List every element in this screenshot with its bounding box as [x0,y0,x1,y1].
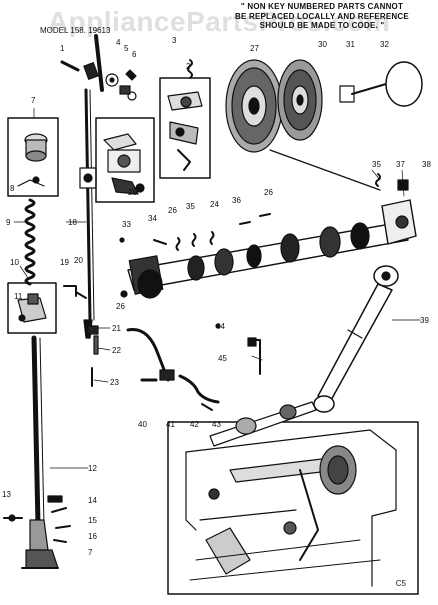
arm-shaft [127,173,417,299]
callout-11: 11 [14,292,23,301]
callout-34: 34 [148,214,157,223]
inset-box-11 [7,282,57,334]
note-line-3: SHOULD BE MADE TO CODE. " [259,21,385,30]
connecting-rod [313,265,399,413]
callout-3: 3 [172,36,177,45]
callout-9: 9 [6,218,11,227]
callout-40: 40 [138,420,147,429]
leader-lines [13,107,421,469]
presser-foot-parts [3,495,71,543]
callout-26-right: 26 [264,188,273,197]
callout-16: 16 [88,532,97,541]
note-line-2: BE REPLACED LOCALLY AND REFERENCE [235,11,409,21]
callout-26-left: 26 [116,302,125,311]
diagram-code: C5 [395,579,406,588]
callout-33: 33 [122,220,131,229]
callout-32: 32 [380,40,389,49]
inset-box-3 [159,59,211,179]
note-line-1: " NON KEY NUMBERED PARTS CANNOT [240,2,404,11]
callout-38: 38 [422,160,431,169]
callout-15: 15 [88,516,97,525]
callout-7: 7 [31,96,36,105]
callout-12: 12 [88,464,97,473]
callout-36: 36 [232,196,241,205]
coil-spring [24,198,36,286]
callout-4: 4 [116,38,121,47]
presser-bar [21,335,59,569]
callout-13: 13 [2,490,11,499]
callout-1: 1 [60,44,65,53]
callout-21: 21 [112,324,121,333]
callout-14: 14 [88,496,97,505]
callout-23: 23 [110,378,119,387]
callout-19: 19 [60,258,69,267]
callout-37: 37 [396,160,405,169]
handwheel-assembly [225,59,423,191]
callout-41: 41 [166,420,175,429]
callout-18: 18 [68,218,77,227]
sewing-machine-inset [167,421,419,595]
callout-39: 39 [420,316,429,325]
callout-5: 5 [124,44,129,53]
callout-30: 30 [318,40,327,49]
callout-8: 8 [10,184,15,193]
callout-7-lower: 7 [88,548,93,557]
callout-6: 6 [132,50,137,59]
parts-note: " NON KEY NUMBERED PARTS CANNOT BE REPLA… [208,2,436,31]
callout-31: 31 [346,40,355,49]
upper-left-parts [60,34,137,101]
callout-44: 44 [216,322,225,331]
callout-35: 35 [186,202,195,211]
inset-box-7 [7,117,59,197]
inset-box-2 [95,117,155,203]
callout-43: 43 [212,420,221,429]
callout-42: 42 [190,420,199,429]
shaft-small-parts [119,213,271,298]
lower-shaft [209,401,317,447]
callout-35-right: 35 [372,160,381,169]
callout-2: 2 [186,62,191,71]
callout-25: 25 [128,188,137,197]
callout-20: 20 [74,256,83,265]
needle-clamp-parts [63,285,99,387]
callout-26-mid: 26 [168,206,177,215]
model-label: MODEL 158. 19613 [40,26,111,35]
callout-45: 45 [218,354,227,363]
feed-parts [126,323,261,411]
callout-10: 10 [10,258,19,267]
needle-bar-rod [79,88,97,339]
callout-27: 27 [250,44,259,53]
callout-24: 24 [210,200,219,209]
callout-22: 22 [112,346,121,355]
